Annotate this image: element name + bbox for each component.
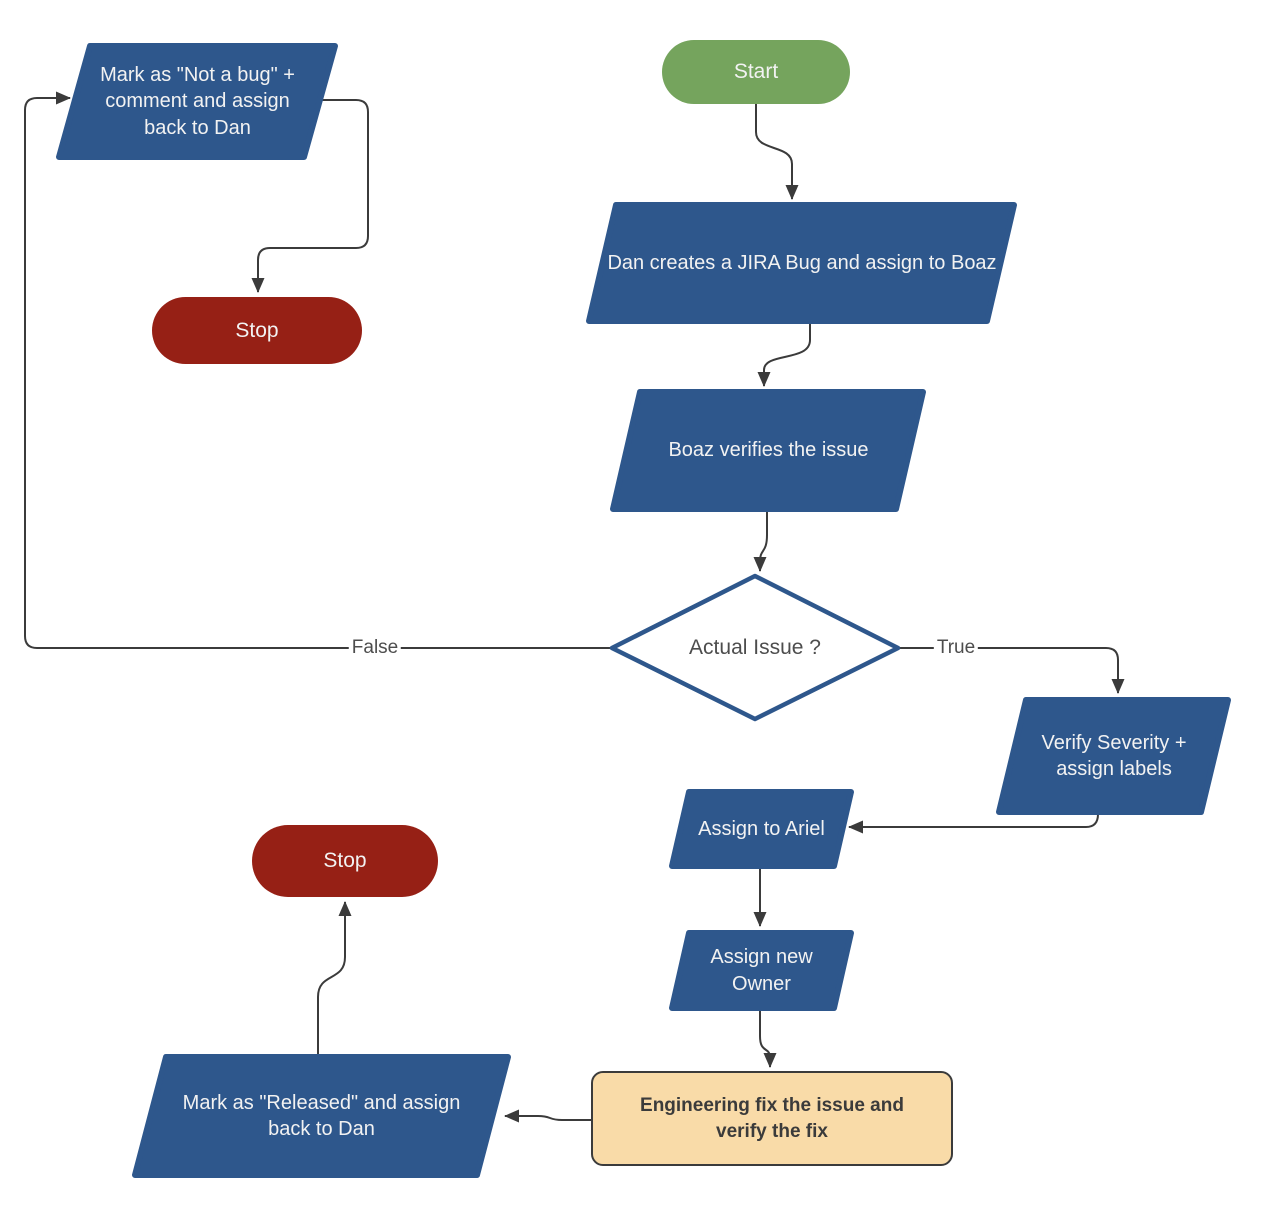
connector-dan-to-boaz [757,323,811,387]
actual-issue-diamond-shape [609,573,901,722]
connector-verify-to-ariel [848,813,1099,834]
stop-top-terminator-shape [152,297,362,364]
dan-creates-shape [586,202,1017,324]
connector-start-to-dan [755,104,799,200]
stop-bottom-terminator-shape [252,825,438,897]
verify-severity-shape [996,697,1231,815]
boaz-verifies-shape [610,389,926,512]
engineering-fix-shape [591,1071,953,1166]
connector-false-to-notabug [24,91,611,649]
connector-owner-to-engineering [759,1010,777,1068]
connector-engineering-to-released [504,1109,592,1123]
connector-true-to-verify [899,647,1125,694]
assign-ariel-shape [669,789,854,869]
connector-released-to-stop [317,901,352,1054]
assign-owner-shape [669,930,854,1011]
connector-boaz-to-decision [753,510,768,572]
not-a-bug-shape [56,43,338,160]
start-terminator-shape [662,40,850,104]
connector-notabug-to-stop [251,99,369,293]
mark-released-shape [132,1054,511,1178]
